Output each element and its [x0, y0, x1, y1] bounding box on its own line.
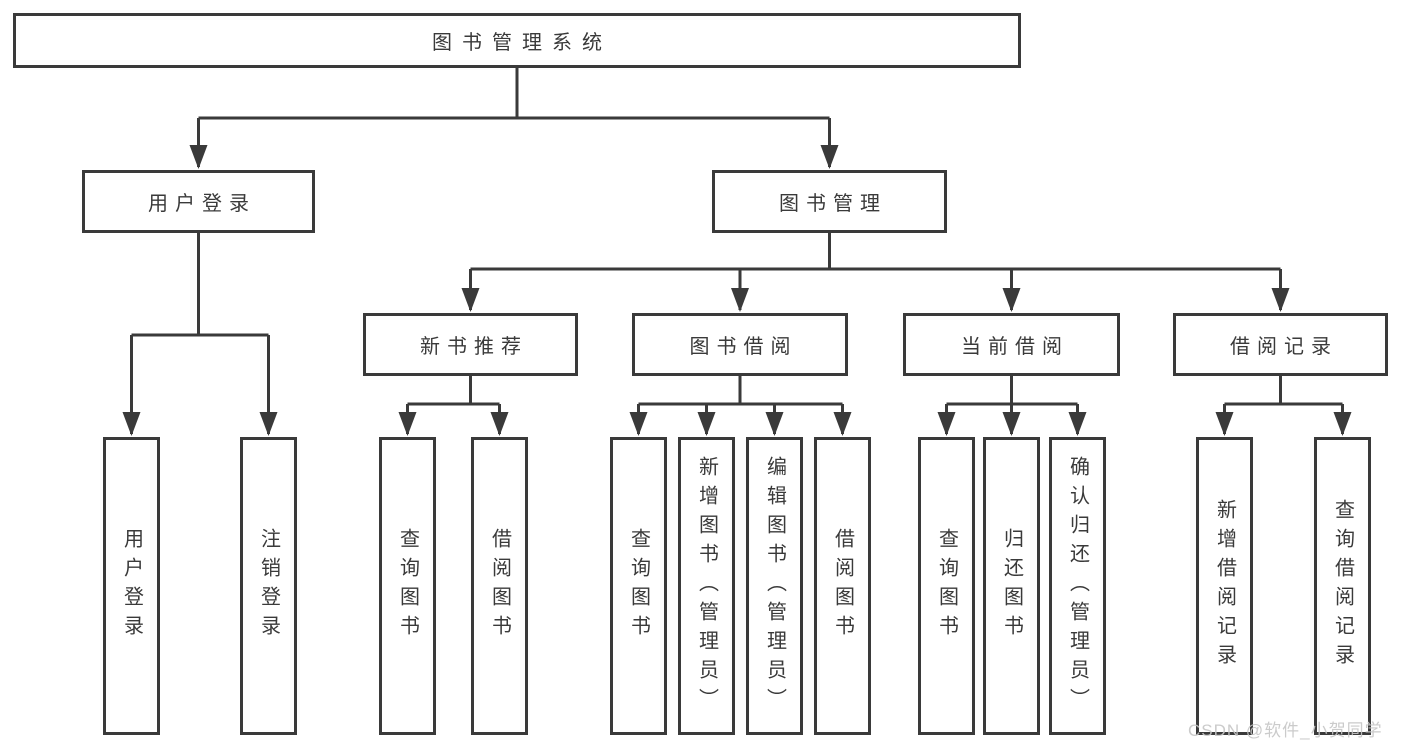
node-leaf-logout-label: 注销登录: [257, 528, 280, 644]
connector-borrow-records-children: [1215, 376, 1352, 436]
node-leaf-query-books-2: 查询图书: [610, 437, 667, 735]
node-leaf-query-borrow-record-label: 查询借阅记录: [1331, 499, 1354, 673]
csdn-watermark: CSDN @软件_小贺同学: [1188, 721, 1383, 740]
node-leaf-borrow-books-2-label: 借阅图书: [831, 528, 854, 644]
node-current-borrow: 当前借阅: [903, 313, 1120, 376]
node-leaf-borrow-books-1-label: 借阅图书: [488, 528, 511, 644]
node-leaf-query-books-3: 查询图书: [918, 437, 975, 735]
connector-book-borrow-children: [629, 376, 852, 436]
node-leaf-query-books-2-label: 查询图书: [627, 528, 650, 644]
node-leaf-add-borrow-record: 新增借阅记录: [1196, 437, 1253, 735]
node-leaf-edit-books-admin-label: 编辑图书（管理员）: [763, 455, 786, 717]
node-leaf-borrow-books-2: 借阅图书: [814, 437, 871, 735]
node-borrow-records: 借阅记录: [1173, 313, 1388, 376]
node-leaf-user-login-label: 用户登录: [120, 528, 143, 644]
node-leaf-add-books-admin: 新增图书（管理员）: [678, 437, 735, 735]
node-book-borrow-label: 图书借阅: [689, 336, 798, 358]
node-user-login-group: 用户登录: [82, 170, 315, 233]
node-leaf-add-borrow-record-label: 新增借阅记录: [1213, 499, 1236, 673]
connector-book-mgmt-to-level3: [461, 233, 1290, 312]
node-leaf-return-books-label: 归还图书: [1000, 528, 1023, 644]
connector-new-books-children: [398, 376, 509, 436]
node-book-borrow: 图书借阅: [632, 313, 848, 376]
connector-current-borrow-children: [937, 376, 1087, 436]
node-leaf-confirm-return-admin-label: 确认归还（管理员）: [1066, 455, 1089, 717]
node-leaf-return-books: 归还图书: [983, 437, 1040, 735]
node-borrow-records-label: 借阅记录: [1230, 336, 1338, 358]
node-leaf-add-books-admin-label: 新增图书（管理员）: [695, 455, 718, 717]
node-leaf-query-books-1-label: 查询图书: [396, 528, 419, 644]
node-leaf-query-borrow-record: 查询借阅记录: [1314, 437, 1371, 735]
connector-user-login-children: [122, 233, 278, 436]
node-leaf-logout: 注销登录: [240, 437, 297, 735]
node-user-login-group-label: 用户登录: [148, 193, 256, 215]
node-library-system: 图书管理系统: [13, 13, 1021, 68]
node-new-book-recommend: 新书推荐: [363, 313, 578, 376]
node-leaf-query-books-1: 查询图书: [379, 437, 436, 735]
node-leaf-confirm-return-admin: 确认归还（管理员）: [1049, 437, 1106, 735]
node-book-management-label: 图书管理: [779, 193, 887, 215]
connector-root-to-level2: [189, 68, 839, 169]
node-current-borrow-label: 当前借阅: [961, 336, 1069, 358]
node-leaf-borrow-books-1: 借阅图书: [471, 437, 528, 735]
node-leaf-query-books-3-label: 查询图书: [935, 528, 958, 644]
node-book-management: 图书管理: [712, 170, 947, 233]
node-leaf-edit-books-admin: 编辑图书（管理员）: [746, 437, 803, 735]
node-leaf-user-login: 用户登录: [103, 437, 160, 735]
node-library-system-label: 图书管理系统: [432, 32, 612, 54]
node-new-book-recommend-label: 新书推荐: [420, 336, 528, 358]
